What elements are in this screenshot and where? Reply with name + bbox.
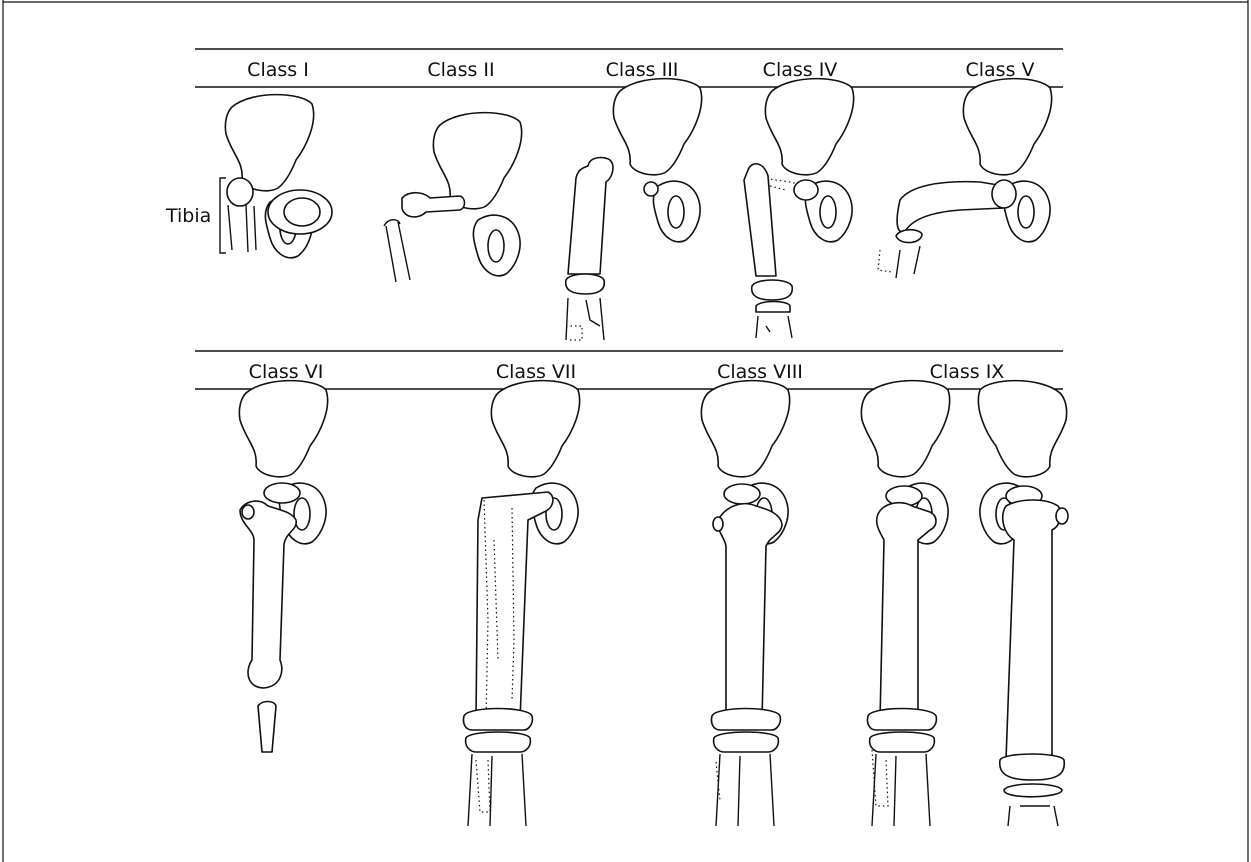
illustration-class-8 <box>701 381 789 826</box>
class-label-9: Class IX <box>930 361 1005 383</box>
illustration-class-3 <box>566 79 702 340</box>
tibia-label: Tibia <box>165 205 211 227</box>
illustration-class-6 <box>239 381 327 752</box>
illustration-class-9 <box>861 381 1068 826</box>
illustration-class-5 <box>878 79 1052 278</box>
class-label-4: Class IV <box>763 59 838 81</box>
class-label-5: Class V <box>965 59 1034 81</box>
illustration-class-2 <box>384 113 522 282</box>
class-label-6: Class VI <box>249 361 324 383</box>
class-label-3: Class III <box>606 59 679 81</box>
class-label-7: Class VII <box>496 361 576 383</box>
class-label-1: Class I <box>247 59 309 81</box>
illustration-class-4 <box>744 79 854 338</box>
class-label-2: Class II <box>427 59 494 81</box>
illustration-class-1 <box>220 95 332 258</box>
class-label-8: Class VIII <box>717 361 803 383</box>
illustration-class-7 <box>463 381 579 826</box>
